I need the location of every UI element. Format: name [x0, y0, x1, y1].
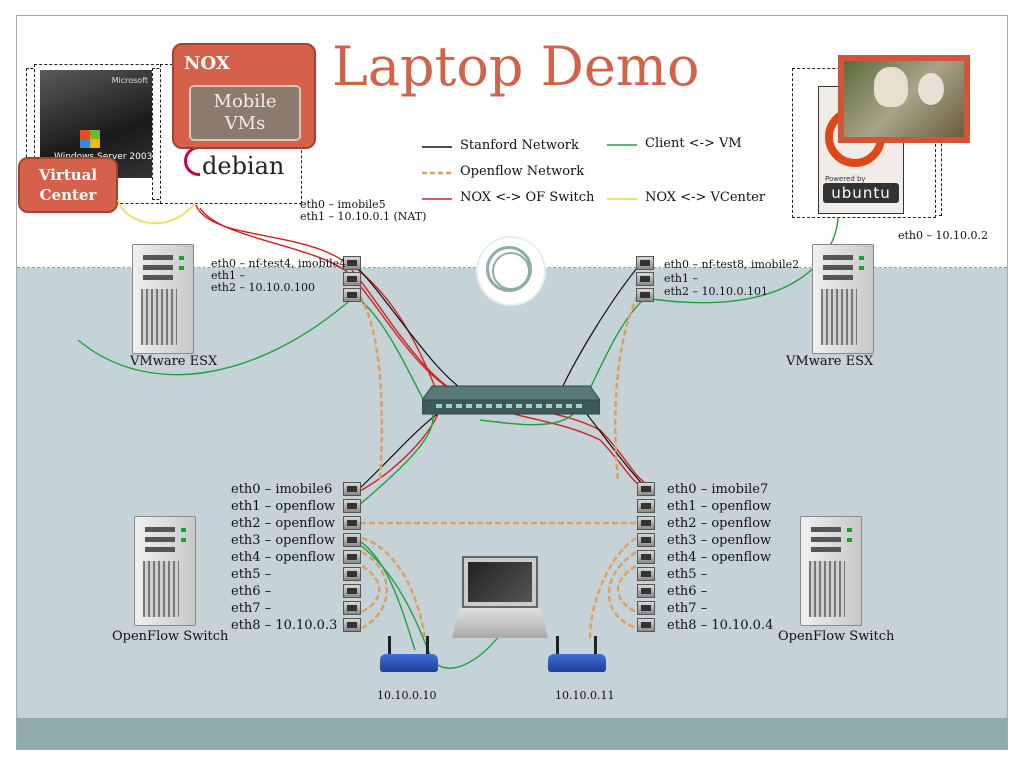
mobile-vms-box: Mobile VMs [189, 85, 301, 141]
esx-right-eth1: eth1 – [664, 272, 699, 285]
nox-eth1: eth1 – 10.10.0.1 (NAT) [300, 210, 427, 223]
slide-ring-ornament [478, 238, 544, 304]
esx-left-eth0: eth0 – nf-test4, imobile4 [211, 257, 347, 270]
of-right-eth6: eth6 – [667, 584, 708, 599]
gromit-figure [874, 67, 908, 107]
of-right-eth8: eth8 – 10.10.0.4 [667, 618, 774, 633]
esx-left-port-eth1 [343, 272, 361, 286]
of-right-eth4: eth4 – openflow [667, 550, 772, 565]
esx-left-port-eth0 [343, 256, 361, 270]
of-left-port [343, 601, 361, 615]
network-switch-icon [422, 385, 600, 415]
of-right-port [637, 482, 655, 496]
of-left-port [343, 516, 361, 530]
of-left-eth2: eth2 – openflow [231, 516, 336, 531]
of-right-eth2: eth2 – openflow [667, 516, 772, 531]
of-right-server-icon [800, 516, 862, 626]
esx-right-server-icon [812, 244, 874, 354]
router-right-ip: 10.10.0.11 [555, 689, 615, 702]
ubuntu-logo-text: ubuntu [823, 183, 899, 203]
virtual-center-box: Virtual Center [18, 157, 118, 213]
footer-bar [17, 718, 1007, 749]
of-left-eth3: eth3 – openflow [231, 533, 336, 548]
nox-label: NOX [184, 53, 230, 74]
of-right-port-labels: eth0 – imobile7 eth1 – openflow eth2 – o… [667, 481, 773, 634]
of-left-port [343, 499, 361, 513]
esx-left-server-icon [132, 244, 194, 354]
ubuntu-powered-by: Powered by [825, 175, 866, 183]
esx-right-label: VMware ESX [786, 354, 874, 369]
wallace-gromit-photo [838, 55, 970, 143]
windows-flag-icon-lower [80, 139, 100, 148]
of-right-port [637, 601, 655, 615]
nox-box: NOX Mobile VMs [172, 43, 316, 149]
of-left-label: OpenFlow Switch [112, 629, 229, 644]
nox-eth0: eth0 – imobile5 [300, 198, 386, 211]
esx-right-port-eth1 [636, 272, 654, 286]
of-left-port [343, 482, 361, 496]
of-left-port [343, 550, 361, 564]
page-title: Laptop Demo [332, 35, 700, 98]
esx-left-eth2: eth2 – 10.10.0.100 [211, 281, 315, 294]
of-left-port [343, 533, 361, 547]
esx-right-port-eth2 [636, 288, 654, 302]
esx-right-eth2: eth2 – 10.10.0.101 [664, 285, 768, 298]
of-right-port [637, 567, 655, 581]
of-left-server-icon [134, 516, 196, 626]
of-left-port-labels: eth0 – imobile6 eth1 – openflow eth2 – o… [231, 481, 337, 634]
debian-logo-text: debian [202, 152, 285, 180]
slide-frame [16, 15, 1008, 750]
of-left-port [343, 584, 361, 598]
legend-nox-vcenter: NOX <-> VCenter [645, 190, 766, 205]
of-left-port [343, 618, 361, 632]
esx-left-port-eth2 [343, 288, 361, 302]
wireless-router-left-icon [380, 636, 440, 676]
of-right-port [637, 516, 655, 530]
of-left-eth6: eth6 – [231, 584, 272, 599]
of-left-eth0: eth0 – imobile6 [231, 482, 333, 497]
of-left-eth8: eth8 – 10.10.0.3 [231, 618, 338, 633]
legend-nox-of: NOX <-> OF Switch [460, 190, 595, 205]
laptop-icon [452, 556, 548, 640]
legend-client-vm: Client <-> VM [645, 136, 742, 151]
ubuntu-eth0: eth0 – 10.10.0.2 [898, 229, 988, 242]
of-right-port [637, 499, 655, 513]
of-left-eth5: eth5 – [231, 567, 272, 582]
wireless-router-right-icon [548, 636, 608, 676]
of-right-eth1: eth1 – openflow [667, 499, 772, 514]
of-right-port [637, 618, 655, 632]
of-left-eth1: eth1 – openflow [231, 499, 336, 514]
of-right-eth3: eth3 – openflow [667, 533, 772, 548]
legend-stanford: Stanford Network [460, 138, 579, 153]
of-right-port [637, 584, 655, 598]
esx-left-label: VMware ESX [130, 354, 218, 369]
esx-right-eth0: eth0 – nf-test8, imobile2 [664, 258, 800, 271]
of-left-eth4: eth4 – openflow [231, 550, 336, 565]
esx-right-port-eth0 [636, 256, 654, 270]
of-right-port [637, 533, 655, 547]
router-left-ip: 10.10.0.10 [377, 689, 437, 702]
of-right-eth7: eth7 – [667, 601, 708, 616]
of-right-port [637, 550, 655, 564]
legend-openflow: Openflow Network [460, 164, 585, 179]
of-left-eth7: eth7 – [231, 601, 272, 616]
of-right-eth5: eth5 – [667, 567, 708, 582]
of-left-port [343, 567, 361, 581]
microsoft-logo-text: Microsoft [111, 76, 148, 85]
esx-left-eth1: eth1 – [211, 269, 246, 282]
of-right-label: OpenFlow Switch [778, 629, 895, 644]
wallace-figure [918, 73, 944, 105]
of-right-eth0: eth0 – imobile7 [667, 482, 769, 497]
